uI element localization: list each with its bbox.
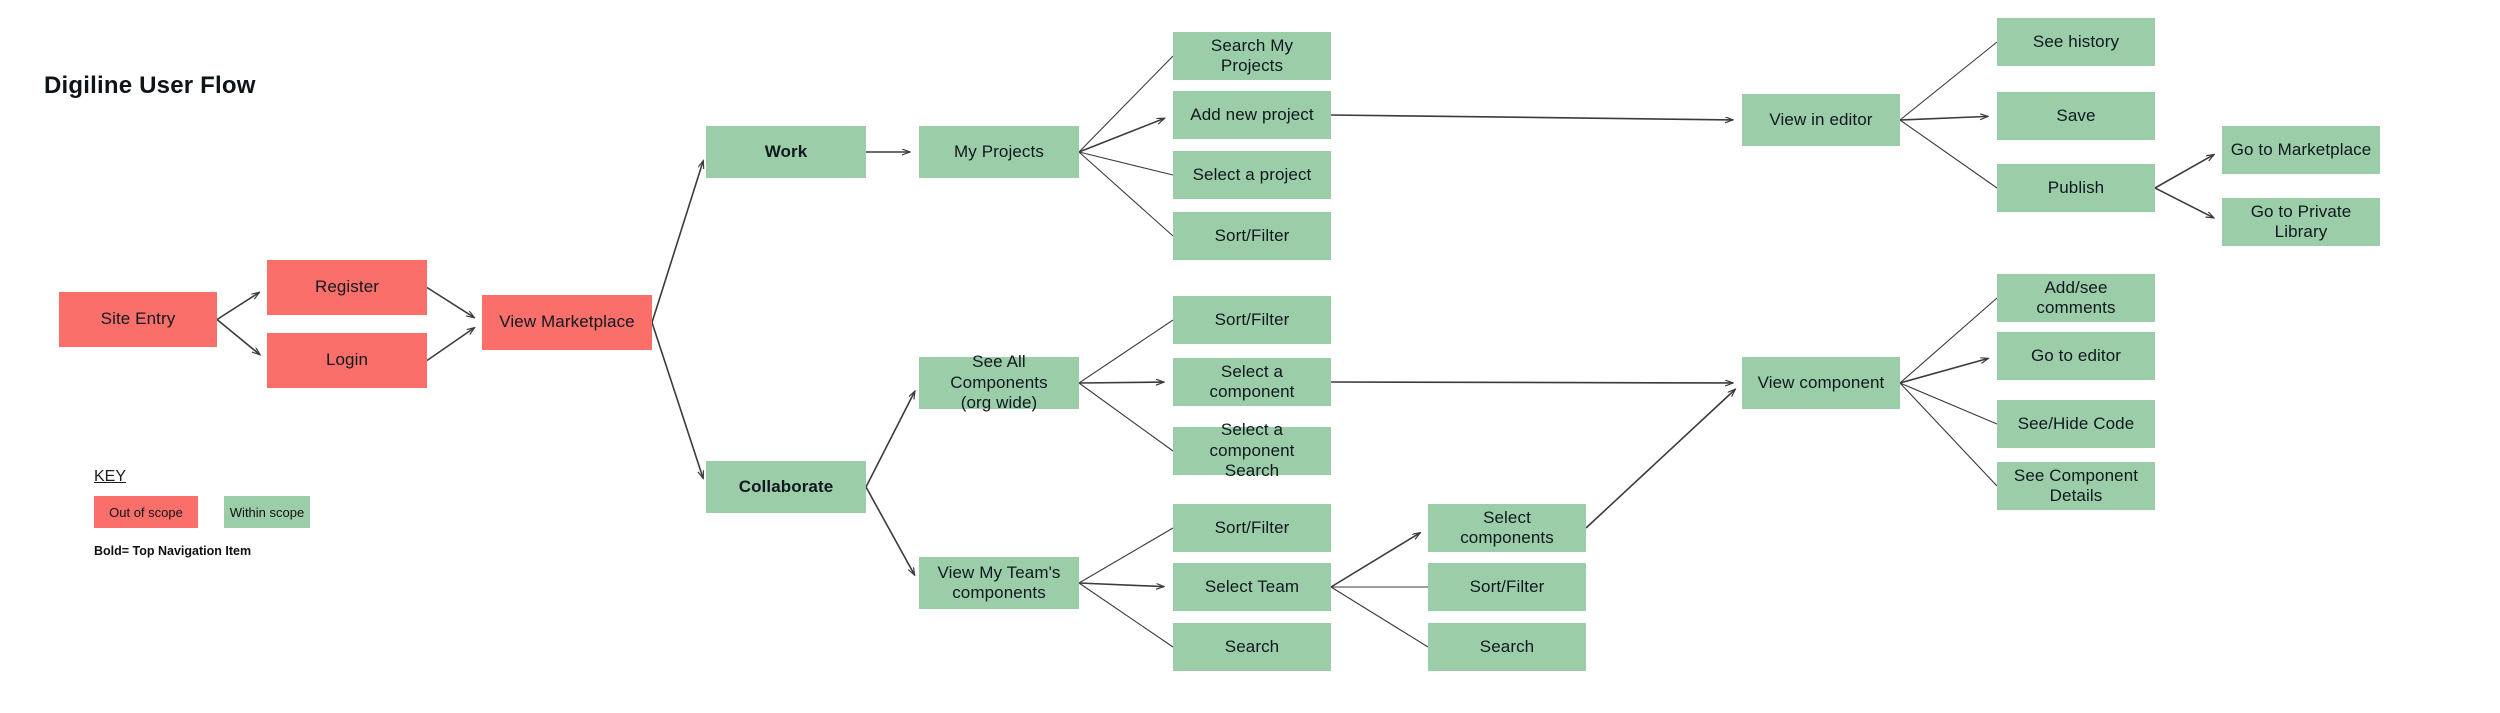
flow-node-login[interactable]: Login — [267, 333, 427, 388]
flow-node-site-entry[interactable]: Site Entry — [59, 292, 217, 347]
flow-node-go-to-editor[interactable]: Go to editor — [1997, 332, 2155, 380]
flow-node-my-projects[interactable]: My Projects — [919, 126, 1079, 178]
flow-node-go-to-private-library[interactable]: Go to Private Library — [2222, 198, 2380, 246]
legend-swatch-within-scope: Within scope — [224, 496, 310, 528]
flow-node-see-hide-code[interactable]: See/Hide Code — [1997, 400, 2155, 448]
flow-node-work[interactable]: Work — [706, 126, 866, 178]
flow-node-sort-filter-projects[interactable]: Sort/Filter — [1173, 212, 1331, 260]
flow-node-select-a-component[interactable]: Select a component — [1173, 358, 1331, 406]
flow-node-add-see-comments[interactable]: Add/see comments — [1997, 274, 2155, 322]
flow-node-view-marketplace[interactable]: View Marketplace — [482, 295, 652, 350]
flow-node-see-all-components[interactable]: See All Components (org wide) — [919, 352, 1079, 412]
flow-node-view-my-teams-comps[interactable]: View My Team's components — [919, 557, 1079, 609]
flow-node-select-components[interactable]: Select components — [1428, 504, 1586, 552]
legend-swatch-out-of-scope: Out of scope — [94, 496, 198, 528]
flow-node-search-team[interactable]: Search — [1173, 623, 1331, 671]
legend-note: Bold= Top Navigation Item — [94, 544, 252, 558]
flow-node-view-in-editor[interactable]: View in editor — [1742, 94, 1900, 146]
flow-node-sort-filter-comps[interactable]: Sort/Filter — [1173, 296, 1331, 344]
flow-node-view-component[interactable]: View component — [1742, 357, 1900, 409]
flow-node-search-my-projects[interactable]: Search My Projects — [1173, 32, 1331, 80]
flow-node-save[interactable]: Save — [1997, 92, 2155, 140]
flow-node-select-team[interactable]: Select Team — [1173, 563, 1331, 611]
flow-node-sort-filter-team[interactable]: Sort/Filter — [1173, 504, 1331, 552]
flow-node-publish[interactable]: Publish — [1997, 164, 2155, 212]
legend: KEY Out of scope Within scope Bold= Top … — [94, 468, 434, 558]
legend-heading: KEY — [94, 468, 127, 485]
flow-node-select-comp-search[interactable]: Select a component Search — [1173, 420, 1331, 480]
flow-node-collaborate[interactable]: Collaborate — [706, 461, 866, 513]
page-title: Digiline User Flow — [44, 72, 256, 99]
flow-node-register[interactable]: Register — [267, 260, 427, 315]
flow-node-add-new-project[interactable]: Add new project — [1173, 91, 1331, 139]
flow-node-go-to-marketplace[interactable]: Go to Marketplace — [2222, 126, 2380, 174]
flow-node-see-history[interactable]: See history — [1997, 18, 2155, 66]
legend-swatches: Out of scope Within scope — [94, 496, 434, 528]
flow-node-sort-filter-sel[interactable]: Sort/Filter — [1428, 563, 1586, 611]
flow-node-search-sel[interactable]: Search — [1428, 623, 1586, 671]
flow-node-select-a-project[interactable]: Select a project — [1173, 151, 1331, 199]
flow-node-see-component-details[interactable]: See Component Details — [1997, 462, 2155, 510]
